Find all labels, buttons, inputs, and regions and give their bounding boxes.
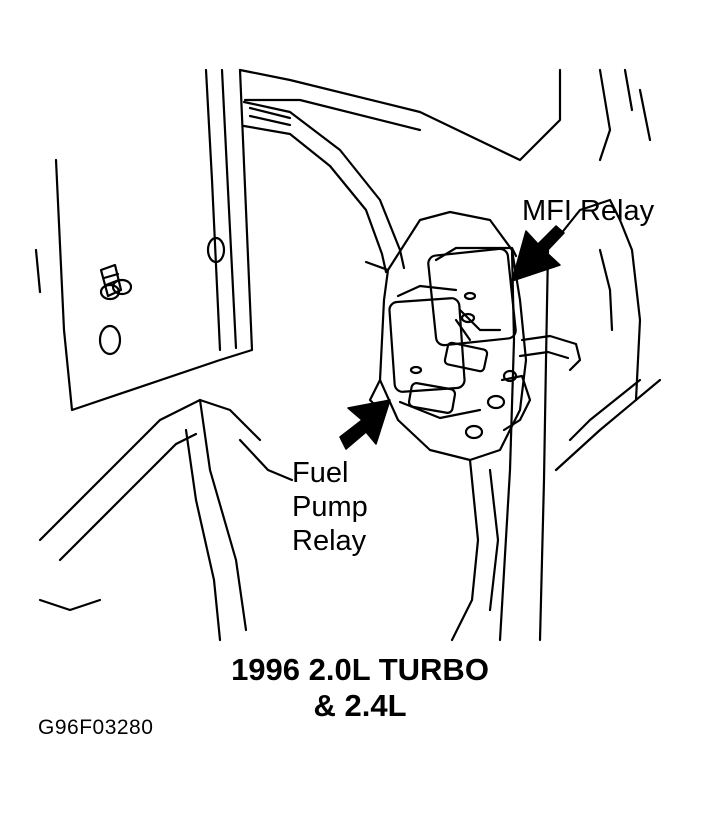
fuel-pump-relay bbox=[388, 284, 482, 420]
panel-hole-small bbox=[206, 236, 226, 264]
fuel-pump-relay-arrow bbox=[339, 399, 391, 450]
kick-panel-outline bbox=[34, 68, 254, 412]
figure-id: G96F03280 bbox=[38, 716, 154, 739]
mfi-relay-label: MFI Relay bbox=[522, 195, 655, 227]
caption-line-2: & 2.4L bbox=[313, 688, 407, 723]
mfi-relay-arrow bbox=[511, 225, 565, 282]
wiring-harness bbox=[242, 100, 406, 274]
bracket-bolts bbox=[464, 369, 532, 440]
pillar-tube bbox=[498, 248, 582, 642]
fuel-pump-relay-label-line-2: Pump bbox=[292, 491, 368, 523]
lower-outline bbox=[38, 398, 500, 642]
panel-bolt bbox=[99, 263, 133, 301]
caption-line-1: 1996 2.0L TURBO bbox=[231, 652, 489, 687]
figure-caption: 1996 2.0L TURBO & 2.4L bbox=[180, 652, 540, 724]
fuel-pump-relay-label: Fuel Pump Relay bbox=[292, 456, 368, 558]
right-structure bbox=[554, 198, 662, 472]
panel-hole bbox=[98, 324, 122, 356]
dash-structure bbox=[238, 68, 652, 162]
mfi-relay bbox=[427, 246, 518, 373]
fuel-pump-relay-label-line-1: Fuel bbox=[292, 457, 349, 489]
fuel-pump-relay-label-line-3: Relay bbox=[292, 525, 367, 557]
